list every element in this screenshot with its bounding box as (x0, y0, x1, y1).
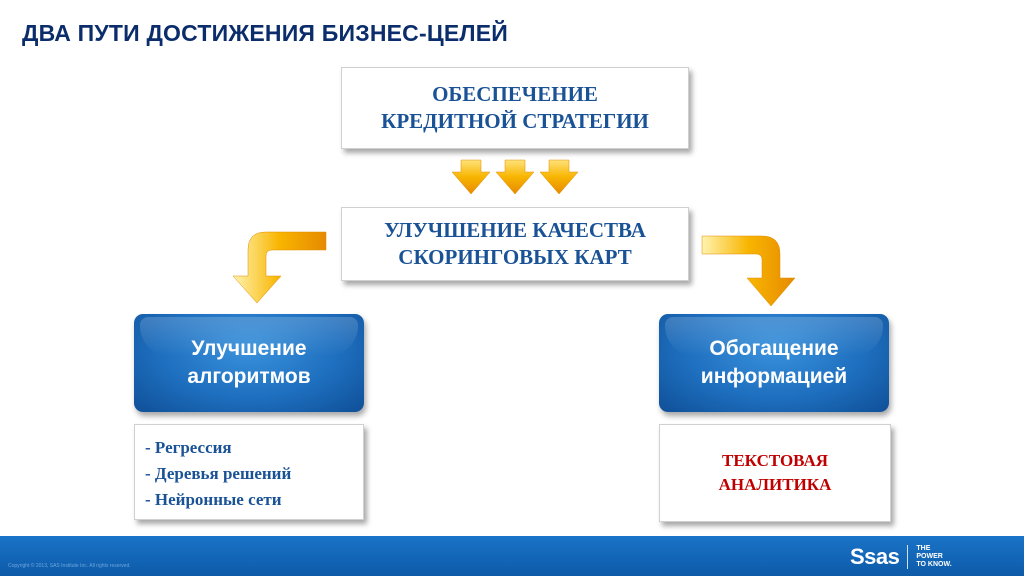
footer-bar: Copyright © 2013, SAS Institute Inc. All… (0, 536, 1024, 576)
down-arrow-icon (451, 159, 491, 195)
sas-logo-text: Ssas (850, 544, 900, 569)
information-line1: Обогащение (709, 337, 839, 360)
credit-strategy-line2: КРЕДИТНОЙ СТРАТЕГИИ (381, 109, 649, 133)
scorecard-quality-box: УЛУЧШЕНИЕ КАЧЕСТВА СКОРИНГОВЫХ КАРТ (341, 207, 689, 281)
credit-strategy-box: ОБЕСПЕЧЕНИЕ КРЕДИТНОЙ СТРАТЕГИИ (341, 67, 689, 149)
algorithms-list: - Регрессия - Деревья решений - Нейронны… (134, 424, 364, 520)
text-analytics-box: ТЕКСТОВАЯ АНАЛИТИКА (659, 424, 891, 522)
information-line2: информацией (700, 365, 848, 388)
information-box: Обогащение информацией (659, 314, 889, 412)
credit-strategy-line1: ОБЕСПЕЧЕНИЕ (432, 82, 598, 106)
sas-logo: Ssas THE POWER TO KNOW. (850, 544, 952, 570)
tagline-line: TO KNOW. (916, 561, 952, 568)
slide-title: ДВА ПУТИ ДОСТИЖЕНИЯ БИЗНЕС-ЦЕЛЕЙ (22, 20, 508, 46)
curved-arrow-right-icon (701, 235, 796, 307)
copyright-text: Copyright © 2013, SAS Institute Inc. All… (8, 563, 131, 569)
list-item: - Регрессия (145, 438, 232, 457)
logo-divider (907, 545, 909, 569)
scorecard-quality-line2: СКОРИНГОВЫХ КАРТ (398, 245, 632, 269)
tagline-line: THE (916, 545, 931, 552)
logo-tagline: THE POWER TO KNOW. (916, 545, 951, 569)
text-analytics-line2: АНАЛИТИКА (718, 475, 832, 494)
tagline-line: POWER (916, 553, 943, 560)
curved-arrow-left-icon (232, 231, 327, 304)
list-item: - Деревья решений (145, 464, 292, 483)
text-analytics-line1: ТЕКСТОВАЯ (721, 451, 829, 470)
algorithms-line2: алгоритмов (187, 365, 311, 388)
list-item: - Нейронные сети (145, 490, 282, 509)
down-arrow-icon (495, 159, 535, 195)
scorecard-quality-line1: УЛУЧШЕНИЕ КАЧЕСТВА (384, 218, 646, 242)
algorithms-line1: Улучшение (191, 337, 307, 360)
down-arrow-icon (539, 159, 579, 195)
algorithms-box: Улучшение алгоритмов (134, 314, 364, 412)
